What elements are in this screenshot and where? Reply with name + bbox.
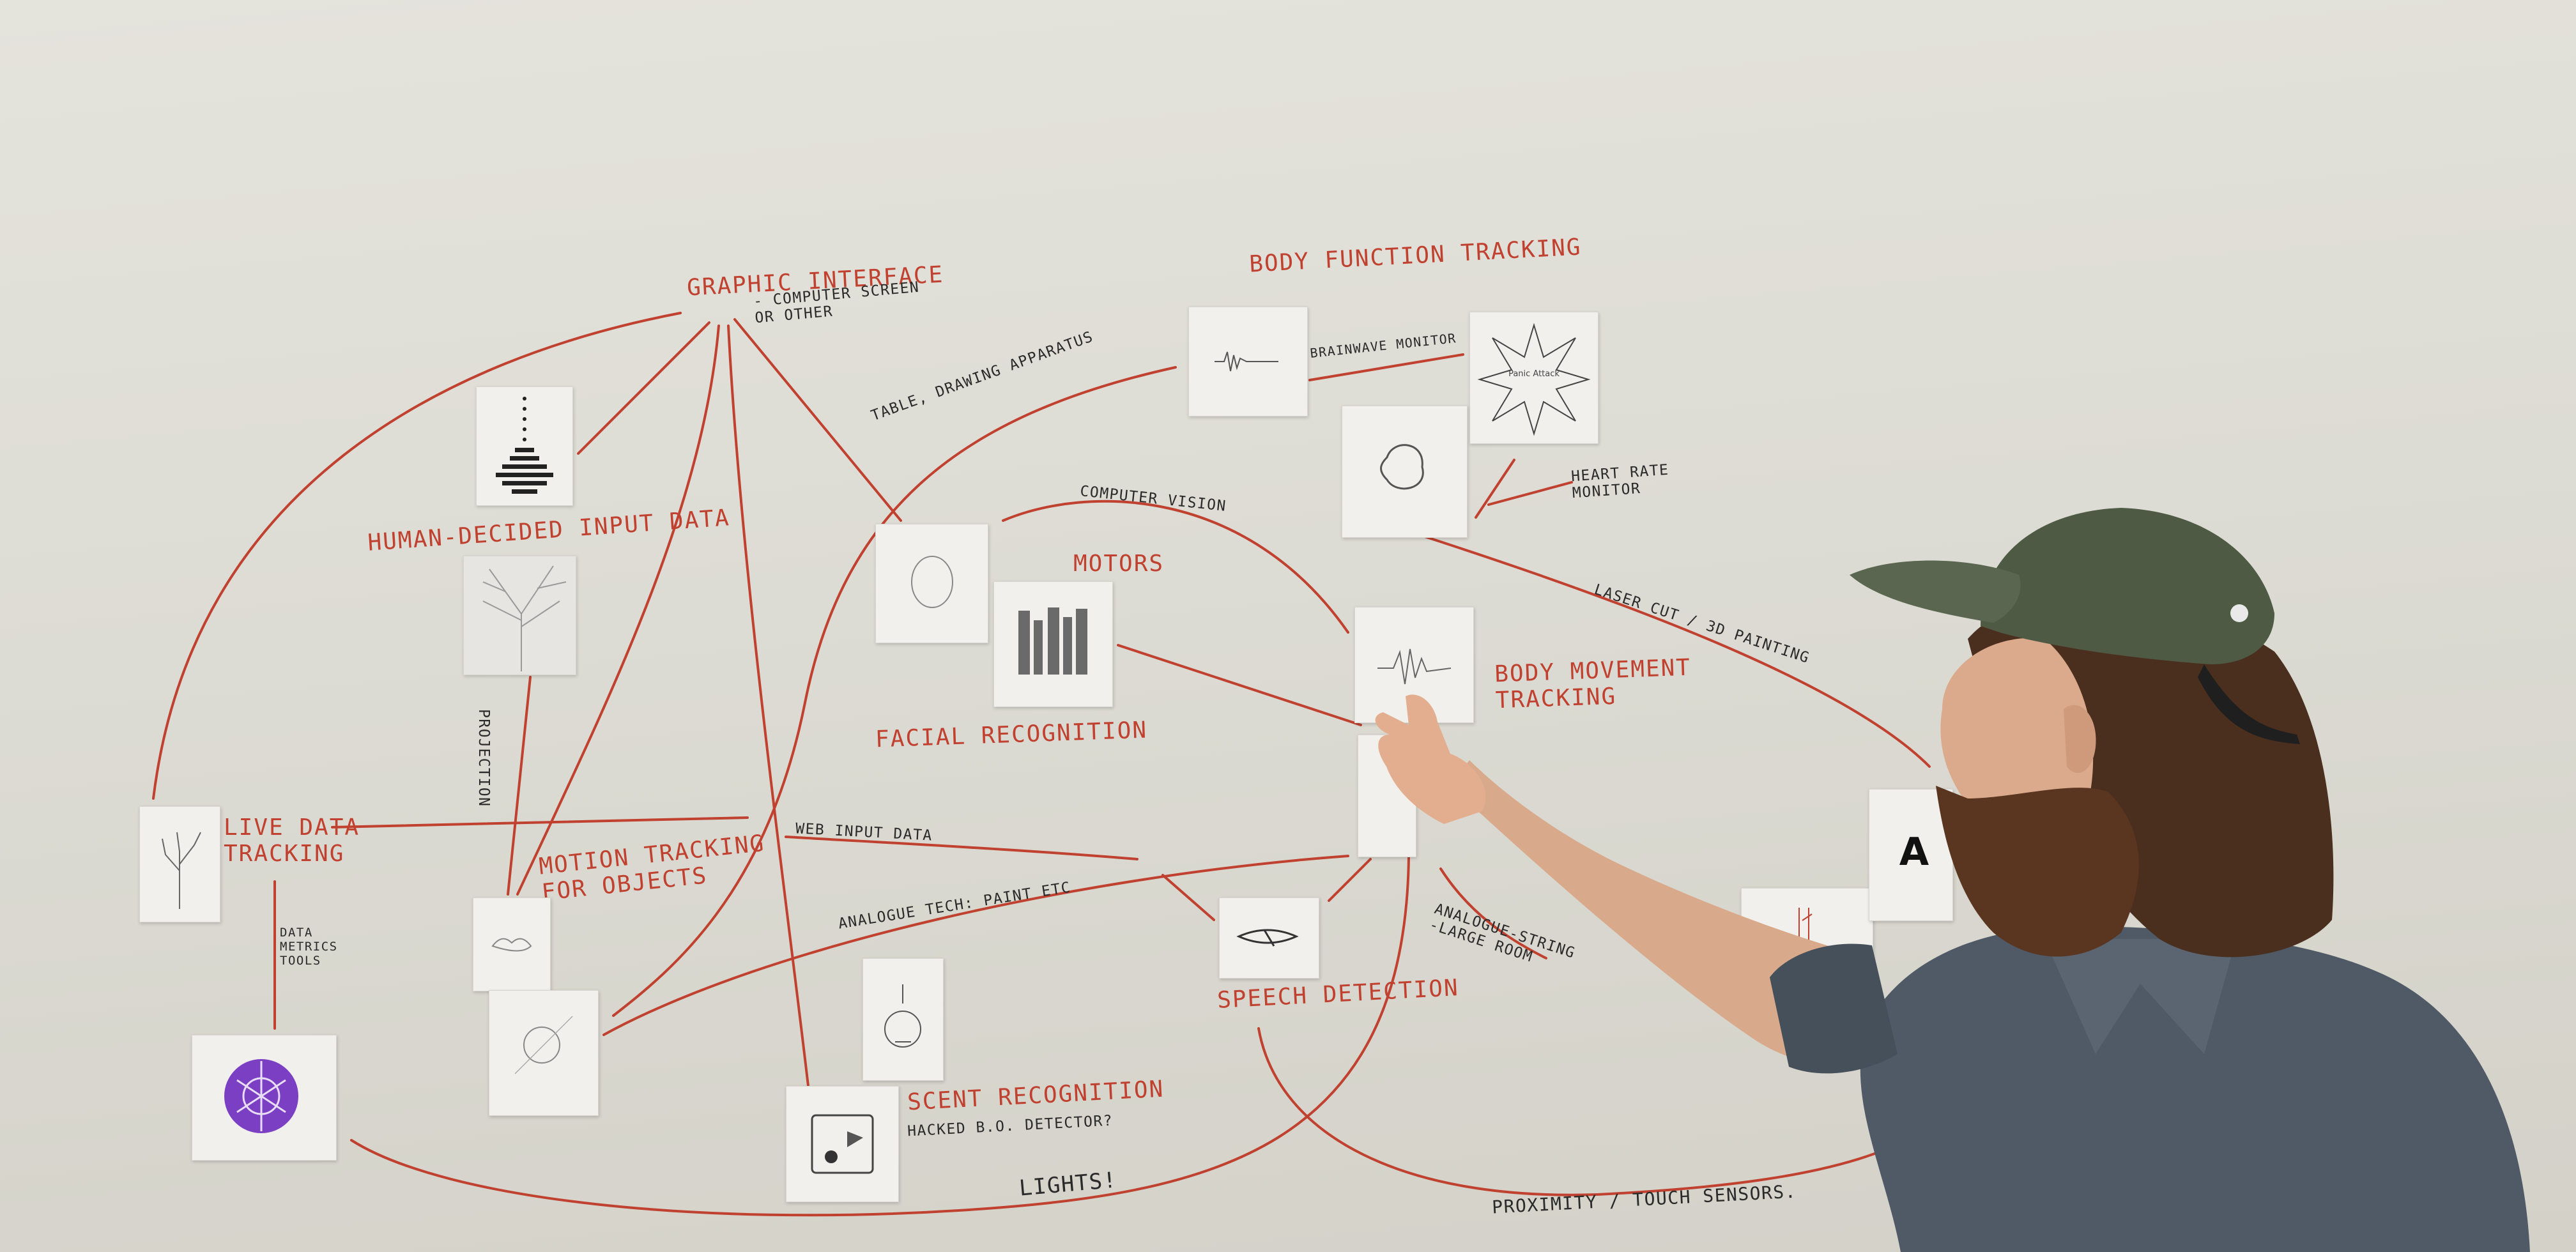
card-human-input-pattern: [476, 386, 573, 506]
connector-projection: [507, 676, 532, 896]
cloud-sketch-icon: [491, 938, 532, 952]
data-metrics-tools-label: Data Metrics Tools: [280, 926, 338, 968]
cap-brim: [1850, 560, 2021, 623]
card-brainwave: [1188, 307, 1308, 416]
panic-attack-text: Panic Attack: [1508, 369, 1560, 379]
connector-brainwave: [1308, 353, 1464, 381]
beard: [1936, 786, 2139, 957]
card-letter-a: A: [1869, 789, 1953, 921]
starburst-icon: Panic Attack: [1477, 323, 1591, 436]
card-lamp: [862, 958, 944, 1081]
card-motors: [993, 581, 1113, 707]
tree-sketch-icon: [162, 832, 201, 909]
connector-table-apparatus: [612, 366, 1177, 1017]
card-analogue-object: [489, 990, 599, 1116]
connector-graphic-to-scent: [727, 324, 809, 1087]
speech-horn-icon: [1236, 929, 1299, 947]
cap: [1981, 508, 2274, 664]
scent-device-icon: [811, 1114, 874, 1174]
face: [1940, 637, 2094, 819]
stacked-bars-pattern-icon: [496, 397, 553, 494]
card-speech-detection: [1219, 897, 1319, 979]
cap-logo: [2230, 604, 2248, 622]
connector-laser-cut: [1423, 535, 1931, 768]
lamp-sketch-icon: [884, 984, 921, 1048]
card-heart-blob: [1342, 406, 1468, 538]
hand: [1375, 694, 1486, 824]
connector-web-input: [785, 836, 1138, 860]
sleeve: [1770, 943, 1897, 1074]
circle-sketch-icon: [514, 1016, 573, 1074]
connector-analogue-string: [1439, 867, 1547, 959]
card-letter-text: A: [1899, 830, 1929, 874]
motors-bars-icon: [1018, 607, 1087, 675]
motors-heading: Motors: [1073, 551, 1165, 577]
connector-proximity: [1257, 1027, 1886, 1196]
connector-graphic-to-live-data: [152, 312, 682, 800]
connector-speech-left: [1162, 874, 1215, 921]
shirt-collar: [2044, 939, 2236, 1054]
card-tree-branches: [463, 556, 576, 675]
shirt: [1860, 926, 2530, 1252]
blob-icon: [1380, 444, 1424, 490]
connector-graphic-to-motion: [516, 324, 720, 896]
branching-tree-icon: [482, 565, 567, 671]
connector-lights: [350, 855, 1410, 1217]
network-graph-icon: [224, 1059, 298, 1133]
card-panic-attack: Panic Attack: [1469, 312, 1598, 444]
connector-heart-rate: [1475, 459, 1573, 519]
connector-computer-vision: [1002, 500, 1349, 634]
connector-graphic-to-human-input: [577, 321, 710, 455]
live-data-tracking-heading: Live Data Tracking: [224, 814, 360, 867]
face-outline-icon: [911, 556, 953, 608]
card-scent-recognition: [786, 1086, 899, 1202]
card-face-outline: [875, 524, 988, 643]
card-live-data: [139, 806, 220, 922]
ear: [2064, 705, 2096, 773]
movement-wave-icon: [1377, 648, 1452, 685]
connector-graphic-to-facial: [733, 318, 902, 522]
brainwave-icon: [1215, 351, 1278, 372]
cap-strap: [2198, 664, 2300, 744]
connector-speech-up: [1328, 858, 1372, 902]
connector-live-data-row: [331, 816, 749, 828]
card-data-metrics: [192, 1035, 337, 1161]
card-motion-objects: [473, 897, 551, 991]
connector-analogue-tech: [602, 855, 1349, 1036]
connector-motors-to-body: [1117, 644, 1362, 726]
